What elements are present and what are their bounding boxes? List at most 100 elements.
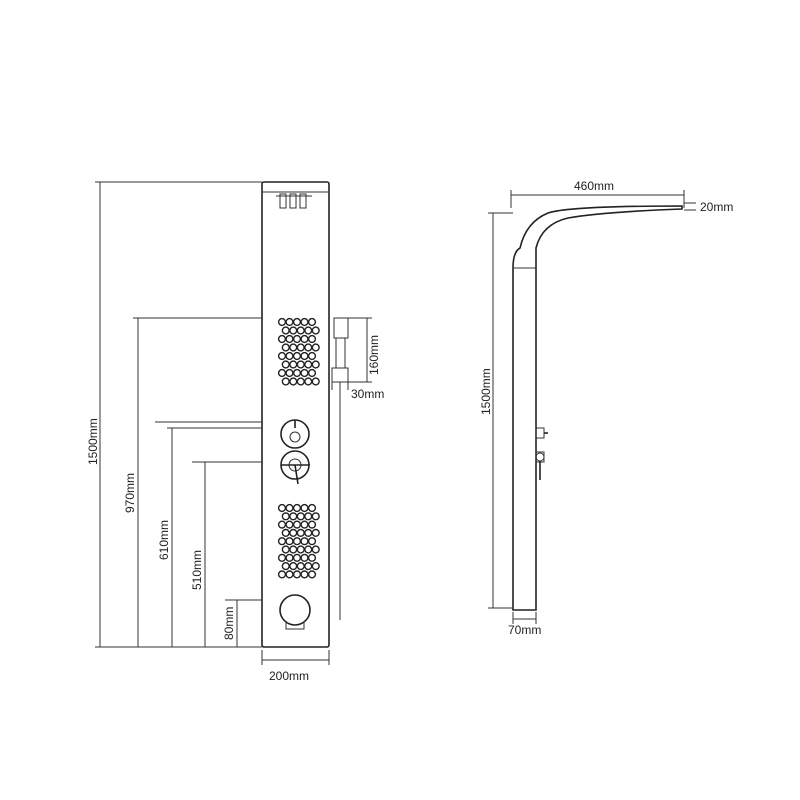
- jet-nozzle: [300, 351, 309, 361]
- jet-nozzle: [277, 553, 287, 562]
- jet-nozzle: [292, 503, 302, 513]
- jet-nozzle: [285, 570, 294, 579]
- jet-nozzle: [304, 326, 313, 335]
- jet-nozzle: [277, 570, 287, 579]
- jet-nozzle: [289, 528, 298, 538]
- jet-nozzle: [311, 512, 320, 521]
- jet-nozzle: [285, 368, 294, 378]
- jet-nozzle: [300, 368, 309, 378]
- jet-nozzle: [300, 570, 309, 579]
- side-view: 460mm 20mm 1500mm 70mm: [479, 179, 733, 637]
- jet-nozzle: [292, 537, 302, 546]
- jet-nozzle: [300, 537, 309, 546]
- jet-nozzle: [304, 561, 313, 571]
- jet-nozzle: [307, 368, 317, 378]
- jet-nozzle: [292, 351, 302, 361]
- jet-nozzle: [277, 334, 287, 344]
- jet-nozzle: [277, 503, 287, 513]
- diverter-valve: [280, 419, 310, 449]
- jet-nozzle: [296, 561, 305, 571]
- dim-side-thickness: 20mm: [700, 200, 733, 214]
- jet-nozzle: [289, 326, 298, 335]
- jet-nozzle: [307, 503, 317, 513]
- jet-nozzle: [285, 334, 294, 344]
- jet-nozzle: [281, 561, 290, 571]
- jet-nozzle: [285, 351, 294, 361]
- jet-nozzle: [311, 545, 320, 554]
- panel-body: [261, 181, 330, 648]
- jet-nozzle: [289, 561, 298, 571]
- jet-nozzle: [292, 334, 302, 344]
- jet-nozzle: [311, 528, 320, 538]
- jet-nozzle: [285, 520, 294, 529]
- front-view: 1500mm 970mm 610mm 510mm 80mm 200mm 160m…: [86, 181, 384, 683]
- jet-nozzle: [277, 537, 287, 546]
- jet-nozzle: [300, 334, 309, 344]
- jet-nozzle: [311, 343, 320, 352]
- jet-nozzle: [289, 512, 298, 521]
- dim-front-total-height: 1500mm: [86, 418, 100, 465]
- lower-body-jets: [277, 503, 320, 579]
- jet-nozzle: [281, 326, 290, 335]
- jet-nozzle: [307, 553, 317, 562]
- jet-nozzle: [296, 512, 305, 521]
- rain-head-slots: [276, 193, 312, 209]
- jet-nozzle: [311, 360, 320, 369]
- jet-nozzle: [311, 377, 320, 386]
- jet-nozzle: [281, 377, 290, 386]
- jet-nozzle: [292, 368, 302, 378]
- jet-nozzle: [307, 351, 317, 361]
- jet-nozzle: [289, 360, 298, 369]
- jet-nozzle: [307, 334, 317, 344]
- jet-nozzle: [311, 561, 320, 571]
- jet-nozzle: [277, 368, 287, 378]
- jet-nozzle: [281, 343, 290, 352]
- jet-nozzle: [296, 343, 305, 352]
- tub-spout: [279, 594, 311, 630]
- dim-side-base: 70mm: [508, 623, 541, 637]
- dim-front-610: 610mm: [157, 520, 171, 560]
- jet-nozzle: [289, 545, 298, 554]
- jet-nozzle: [277, 351, 287, 361]
- jet-nozzle: [296, 377, 305, 386]
- jet-nozzle: [285, 317, 294, 327]
- dim-front-holder-depth: 30mm: [351, 387, 384, 401]
- jet-nozzle: [307, 570, 317, 579]
- upper-body-jets: [277, 317, 320, 386]
- jet-nozzle: [285, 503, 294, 513]
- jet-nozzle: [307, 520, 317, 529]
- dim-front-510: 510mm: [190, 550, 204, 590]
- jet-nozzle: [304, 360, 313, 369]
- jet-nozzle: [292, 570, 302, 579]
- jet-nozzle: [304, 545, 313, 554]
- dim-front-80: 80mm: [222, 607, 236, 640]
- jet-nozzle: [292, 553, 302, 562]
- dim-front-holder-height: 160mm: [367, 335, 381, 375]
- jet-nozzle: [300, 520, 309, 529]
- side-mixer-handle: [535, 451, 545, 480]
- jet-nozzle: [277, 520, 287, 529]
- jet-nozzle: [289, 343, 298, 352]
- jet-nozzle: [296, 545, 305, 554]
- jet-nozzle: [281, 545, 290, 554]
- jet-nozzle: [292, 317, 302, 327]
- jet-nozzle: [307, 537, 317, 546]
- jet-nozzle: [304, 343, 313, 352]
- jet-nozzle: [281, 528, 290, 538]
- jet-nozzle: [289, 377, 298, 386]
- dim-side-reach: 460mm: [574, 179, 614, 193]
- side-profile: [512, 205, 683, 611]
- jet-nozzle: [300, 553, 309, 562]
- dim-side-height: 1500mm: [479, 368, 493, 415]
- dim-front-width: 200mm: [269, 669, 309, 683]
- mixer-valve: [280, 450, 310, 485]
- jet-nozzle: [285, 553, 294, 562]
- dim-front-970: 970mm: [123, 473, 137, 513]
- jet-nozzle: [296, 326, 305, 335]
- side-diverter-handle: [535, 427, 548, 439]
- jet-nozzle: [296, 360, 305, 369]
- jet-nozzle: [285, 537, 294, 546]
- jet-nozzle: [296, 528, 305, 538]
- jet-nozzle: [300, 317, 309, 327]
